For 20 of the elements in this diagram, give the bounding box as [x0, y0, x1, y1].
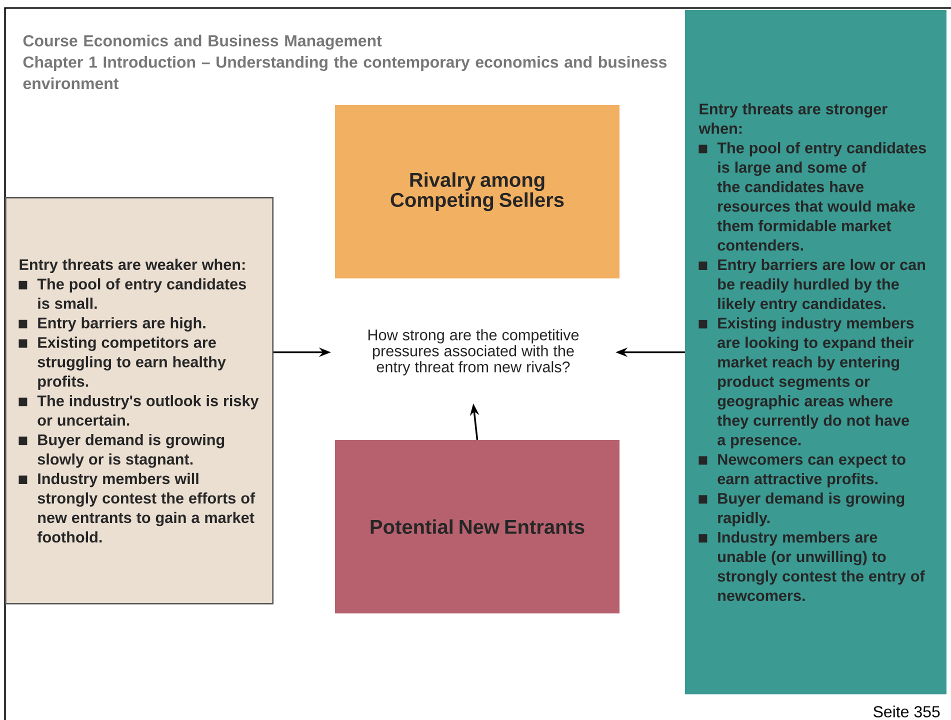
bullet-item: The pool of entry candidates is small.	[18, 278, 246, 309]
bullet-item: Existing competitors are struggling to earn healthy profits.	[18, 336, 226, 390]
condition-panel	[685, 10, 946, 694]
bullet-item: Newcomers can expect to earn attractive profits.	[698, 454, 906, 488]
force-box: Potential New Entrants	[335, 440, 620, 614]
bullet-item: Buyer demand is growing rapidly.	[698, 492, 904, 526]
panel-heading: Entry threats are stronger when:	[698, 103, 888, 134]
question-text: How strong are the competitive pressures associated with the entry threat from new rivals?	[368, 329, 579, 376]
header-text: Course Economics and Business Management Chapter 1 Introduction – Understanding the contemporary economics and business environment	[23, 34, 667, 90]
bullet-item: Buyer demand is growing slowly or is stagnant.	[18, 434, 224, 468]
bullet-item: Entry barriers are high.	[18, 317, 206, 332]
condition-panel	[5, 197, 274, 604]
force-box: Rivalry among Competing Sellers	[335, 105, 620, 278]
bullet-item: The industry's outlook is risky or uncertain.	[18, 395, 259, 426]
panel-heading: Entry threats are weaker when:	[20, 258, 245, 274]
bullet-item: Industry members will strongly contest the efforts of new entrants to gain a market foothold.	[18, 472, 256, 543]
bullet-item: Existing industry members are looking to expand their market reach by entering product segments or geographic areas where they currently do not have a presence.	[698, 317, 914, 448]
bullet-item: Entry barriers are low or can be readily hurdled by the likely entry candidates.	[698, 258, 925, 312]
bullet-item: The pool of entry candidates is large and some of the candidates have resources that would make them formidable market contenders.	[698, 142, 926, 251]
bullet-item: Industry members are unable (or unwilling) to strongly contest the entry of newcomers.	[698, 531, 925, 602]
